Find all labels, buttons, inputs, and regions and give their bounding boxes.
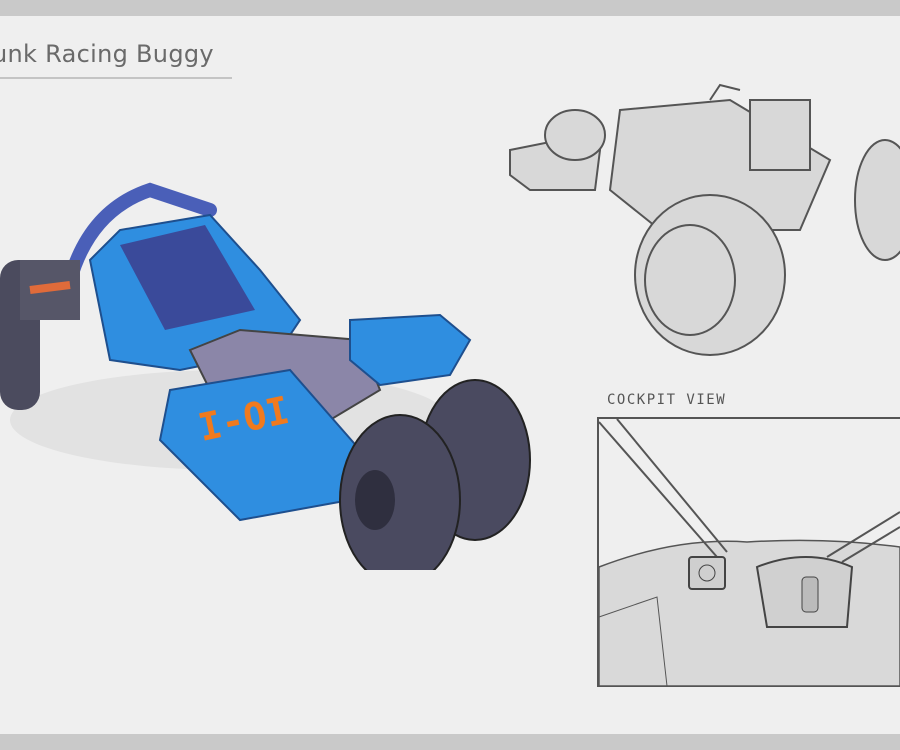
cockpit-view-panel <box>597 417 900 687</box>
bottom-frame-bar <box>0 734 900 750</box>
buggy-sketch-rear-view <box>509 83 900 356</box>
colored-buggy-illustration: I-OI <box>0 182 531 570</box>
title-underline <box>0 77 232 79</box>
top-frame-bar <box>0 0 900 16</box>
cockpit-view-label: COCKPIT VIEW <box>607 392 727 408</box>
sheet-title: unk Racing Buggy <box>0 40 214 68</box>
